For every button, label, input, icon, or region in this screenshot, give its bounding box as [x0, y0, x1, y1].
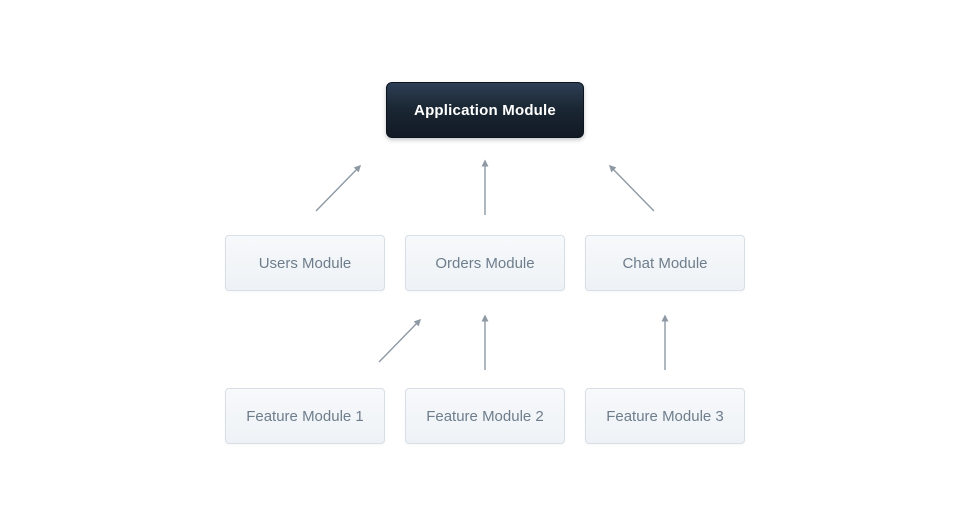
node-label: Chat Module — [622, 254, 708, 272]
edge-users-module-to-application-module — [315, 164, 362, 212]
node-label: Feature Module 3 — [606, 407, 724, 425]
node-application-module: Application Module — [386, 82, 584, 138]
node-label: Feature Module 2 — [426, 407, 544, 425]
edge-chat-module-to-application-module — [608, 164, 655, 212]
node-chat-module: Chat Module — [585, 235, 745, 291]
node-feature-module-1: Feature Module 1 — [225, 388, 385, 444]
node-label: Feature Module 1 — [246, 407, 364, 425]
node-users-module: Users Module — [225, 235, 385, 291]
node-label: Users Module — [258, 254, 352, 272]
node-label: Application Module — [414, 101, 556, 119]
node-label: Orders Module — [435, 254, 535, 272]
node-feature-module-2: Feature Module 2 — [405, 388, 565, 444]
node-orders-module: Orders Module — [405, 235, 565, 291]
node-feature-module-3: Feature Module 3 — [585, 388, 745, 444]
edge-feature-module-1-to-orders-module — [378, 318, 422, 363]
